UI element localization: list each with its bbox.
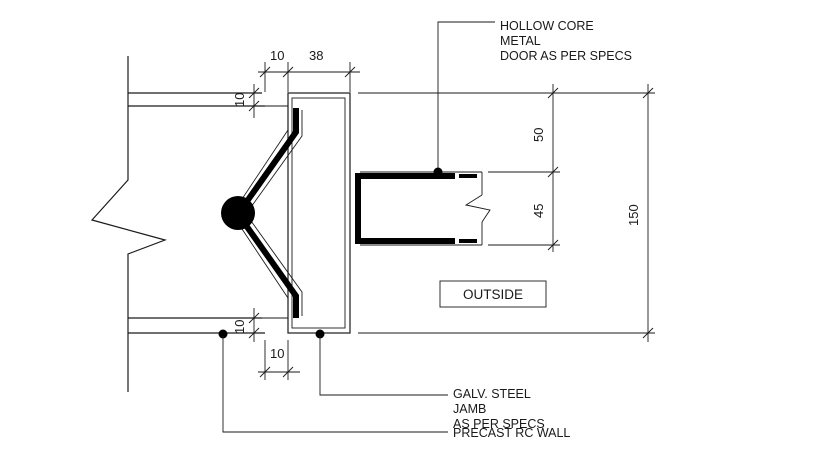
outside-label: OUTSIDE (439, 280, 547, 308)
label-wall: PRECAST RC WALL (453, 426, 570, 440)
dim-top-horizontal: 10 38 (258, 48, 360, 92)
precast-wall (90, 56, 265, 392)
dim-bottom-vertical: 10 (232, 308, 288, 342)
dim-label-10-top: 10 (270, 48, 284, 63)
label-door-line3: DOOR AS PER SPECS (500, 49, 632, 63)
dim-top-vertical: 10 (232, 84, 288, 118)
dim-label-38: 38 (309, 48, 323, 63)
dim-label-10-bottom-horizontal: 10 (270, 346, 284, 361)
label-door-line1: HOLLOW CORE (500, 19, 594, 33)
dim-bottom-horizontal: 10 (258, 340, 300, 380)
dim-label-10-top-vertical: 10 (232, 93, 247, 107)
label-jamb-line1: GALV. STEEL (453, 387, 531, 401)
label-outside: OUTSIDE (463, 287, 523, 302)
dim-label-150: 150 (626, 204, 641, 226)
label-door-line2: METAL (500, 34, 541, 48)
label-jamb-line2: JAMB (453, 402, 486, 416)
dim-overall: 150 (626, 84, 654, 342)
dim-label-50: 50 (531, 128, 546, 142)
leader-door: HOLLOW CORE METAL DOOR AS PER SPECS (433, 19, 632, 177)
dim-label-45: 45 (531, 204, 546, 218)
dim-label-10-bottom-vertical: 10 (232, 320, 247, 334)
dim-door-vertical: 50 45 (488, 84, 560, 252)
leader-wall: PRECAST RC WALL (218, 329, 570, 440)
leader-jamb: GALV. STEEL JAMB AS PER SPECS (315, 329, 545, 431)
grout-circle (221, 196, 255, 230)
label-jamb-line3: AS PER SPECS (453, 417, 545, 431)
door-section (355, 171, 491, 246)
